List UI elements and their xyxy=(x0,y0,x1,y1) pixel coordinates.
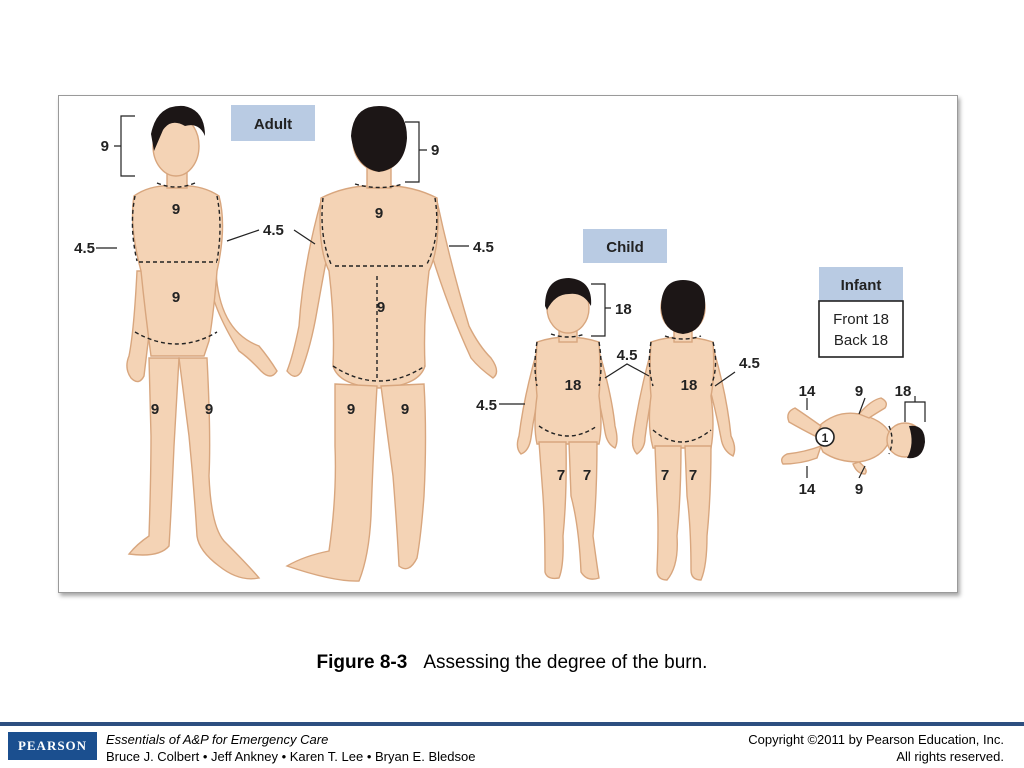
infant-head-label: 18 xyxy=(895,383,912,400)
adult-back-leg-left-label: 9 xyxy=(347,401,355,418)
figure-number: Figure 8-3 xyxy=(316,652,408,673)
adult-front-arm-left-label: 4.5 xyxy=(74,240,95,257)
adult-back-leg-right-label: 9 xyxy=(401,401,409,418)
infant-front-label: Front 18 xyxy=(833,311,889,328)
child-back-arm-right-label: 4.5 xyxy=(739,355,760,372)
child-front-leg-left-label: 7 xyxy=(557,467,565,484)
rule-of-nines-diagram: Adult Child Infant Front 18 Back 18 9 4.… xyxy=(74,105,926,582)
adult-back-arm-right-label: 4.5 xyxy=(473,239,494,256)
infant-header: Infant xyxy=(841,277,882,294)
child-back-leg-left-label: 7 xyxy=(661,467,669,484)
adult-header: Adult xyxy=(254,116,292,133)
child-back-trunk-label: 18 xyxy=(681,377,698,394)
adult-front-head-bracket xyxy=(114,115,135,177)
adult-back-upper-back-label: 9 xyxy=(375,205,383,222)
infant-leg-bottom-leader xyxy=(858,465,866,479)
adult-front-figure xyxy=(126,105,278,580)
adult-front-abdomen-label: 9 xyxy=(172,289,180,306)
adult-back-head-label: 9 xyxy=(431,142,439,159)
book-title: Essentials of A&P for Emergency Care xyxy=(106,732,329,747)
infant-head-bracket xyxy=(904,396,926,422)
infant-leg-top-label: 9 xyxy=(855,383,863,400)
pearson-logo: PEARSON xyxy=(8,732,97,760)
rule-of-nines-figure: Adult Child Infant Front 18 Back 18 9 4.… xyxy=(58,95,958,593)
figure-caption: Figure 8-3 Assessing the degree of the bu… xyxy=(0,652,1024,674)
adult-back-figure xyxy=(285,106,498,582)
infant-arm-bottom-label: 14 xyxy=(799,481,816,498)
infant-perineum-circle xyxy=(815,427,835,447)
child-front-arm-label: 4.5 xyxy=(476,397,497,414)
rights-line: All rights reserved. xyxy=(896,749,1004,764)
adult-front-head-label: 9 xyxy=(101,138,109,155)
copyright-line: Copyright ©2011 by Pearson Education, In… xyxy=(748,732,1004,747)
infant-figure xyxy=(780,397,925,475)
infant-perineum-label: 1 xyxy=(822,431,829,445)
adult-header-box xyxy=(231,105,315,141)
child-front-trunk-label: 18 xyxy=(565,377,582,394)
child-head-bracket xyxy=(591,283,611,337)
child-back-figure xyxy=(631,280,736,581)
infant-back-label: Back 18 xyxy=(834,332,888,349)
child-front-figure xyxy=(516,278,618,580)
infant-arm-top-label: 14 xyxy=(799,383,816,400)
child-header: Child xyxy=(606,239,644,256)
adult-front-arm-right-leader xyxy=(226,229,260,242)
child-front-leg-right-label: 7 xyxy=(583,467,591,484)
child-header-box xyxy=(583,229,667,263)
child-shared-arm-leader xyxy=(604,363,650,379)
adult-front-chest-label: 9 xyxy=(172,201,180,218)
adult-front-arm-right-label: 4.5 xyxy=(263,222,284,239)
adult-front-leg-right-label: 9 xyxy=(205,401,213,418)
child-front-head-label: 18 xyxy=(615,301,632,318)
infant-front-back-box xyxy=(818,300,904,358)
infant-header-box xyxy=(819,267,903,301)
adult-back-lower-back-label: 9 xyxy=(377,299,385,316)
infant-leg-top-leader xyxy=(858,397,866,415)
footer-divider xyxy=(0,722,1024,726)
child-back-arm-right-leader xyxy=(714,371,736,387)
copyright-notice: Copyright ©2011 by Pearson Education, In… xyxy=(748,731,1004,765)
infant-leg-bottom-label: 9 xyxy=(855,481,863,498)
book-credit: Essentials of A&P for Emergency Care Bru… xyxy=(106,731,475,765)
child-back-leg-right-label: 7 xyxy=(689,467,697,484)
caption-text: Assessing the degree of the burn. xyxy=(423,652,708,673)
adult-front-leg-left-label: 9 xyxy=(151,401,159,418)
book-authors: Bruce J. Colbert • Jeff Ankney • Karen T… xyxy=(106,749,476,764)
adult-back-arm-left-leader xyxy=(293,229,316,245)
child-shared-arm-label: 4.5 xyxy=(617,347,638,364)
adult-back-head-bracket xyxy=(405,121,427,183)
